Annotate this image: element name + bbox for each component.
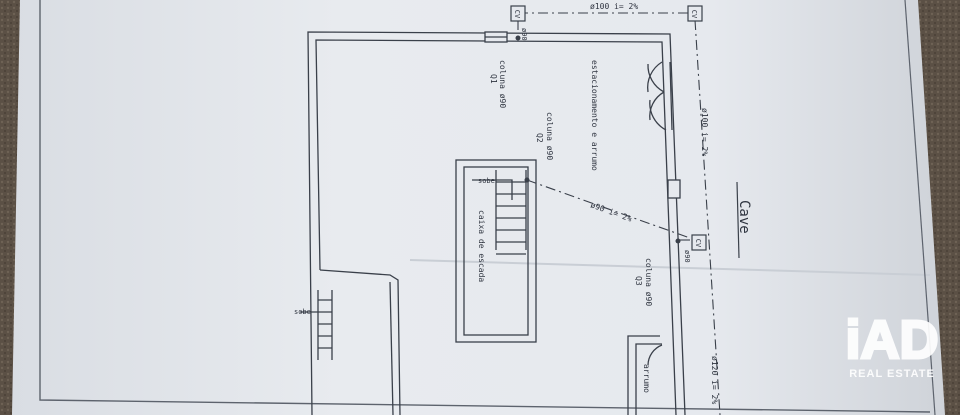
storage-wall-inner xyxy=(635,343,662,415)
column-q2-name: coluna ø90 xyxy=(545,112,554,160)
drainage-lines xyxy=(517,12,721,415)
inspection-box-2 xyxy=(687,5,703,22)
left-stair xyxy=(317,290,333,360)
column-q3-dot xyxy=(675,238,681,244)
pipe-bottom-label: ø120 i= 2% xyxy=(710,356,719,404)
stair-steps xyxy=(495,170,527,255)
pipe-right xyxy=(694,19,721,415)
stair-box-label: caixa de escada xyxy=(477,210,486,282)
storage-door-swing xyxy=(647,344,663,366)
paper-sheet xyxy=(12,0,945,415)
door-swing-2 xyxy=(649,91,665,121)
column-q2-id: Q2 xyxy=(535,133,544,143)
inspection-label-2: CV xyxy=(690,10,698,19)
stair-up-label: sobe xyxy=(478,177,495,185)
column-markers xyxy=(515,35,681,244)
left-up-label: sobe xyxy=(294,308,311,316)
watermark-brand: iAD xyxy=(846,310,939,370)
inspection-label-1: CV xyxy=(513,10,521,19)
storage-wall xyxy=(627,335,660,415)
column-q1-name: coluna ø90 xyxy=(498,60,507,108)
column-q3-name: coluna ø90 xyxy=(644,258,653,306)
inspection-boxes xyxy=(510,5,707,251)
pipe-diagonal xyxy=(526,179,691,239)
plan-labels: ø100 i= 2% ø90 coluna ø90 Q1 estacioname… xyxy=(294,2,752,404)
stair-box-inner xyxy=(463,166,529,336)
inspection-label-3: CV xyxy=(694,239,702,248)
wall-step-inner xyxy=(389,281,394,415)
door-swing-3 xyxy=(647,63,665,93)
door-frame xyxy=(669,61,673,131)
column-q2-dot xyxy=(524,177,530,183)
inspection-box-1 xyxy=(510,5,526,22)
inspection-labels: CV CV CV xyxy=(513,10,702,248)
door-swing-1 xyxy=(647,61,663,93)
column-q1-dot xyxy=(515,35,521,41)
watermark-subtitle: REAL ESTATE xyxy=(849,368,935,380)
door-swing-4 xyxy=(649,99,667,131)
storage-label: arrumo xyxy=(642,364,651,393)
pipe-right-label: ø100 i= 2% xyxy=(700,108,709,156)
stair-box-outer xyxy=(455,159,537,343)
wall-step xyxy=(319,269,401,415)
inspection-box-3 xyxy=(691,234,707,251)
title-underline xyxy=(736,181,740,259)
parking-label: estacionamento e arrumo xyxy=(590,60,599,171)
pipe-small-right-label: ø90 xyxy=(683,250,691,263)
sheet-border xyxy=(39,0,931,413)
column-q1-id: Q1 xyxy=(489,74,498,84)
drawing-title: Cave xyxy=(736,200,752,234)
pipe-small-top-label: ø90 xyxy=(520,28,528,41)
iad-watermark: iAD REAL ESTATE xyxy=(844,309,940,381)
pipe-top-label: ø100 i= 2% xyxy=(590,2,638,11)
sheet-border-right xyxy=(904,0,936,415)
plan-drawing xyxy=(300,31,686,415)
column-q3-id: Q3 xyxy=(634,276,643,286)
stair-arrow xyxy=(472,179,513,200)
window-right xyxy=(667,179,681,199)
